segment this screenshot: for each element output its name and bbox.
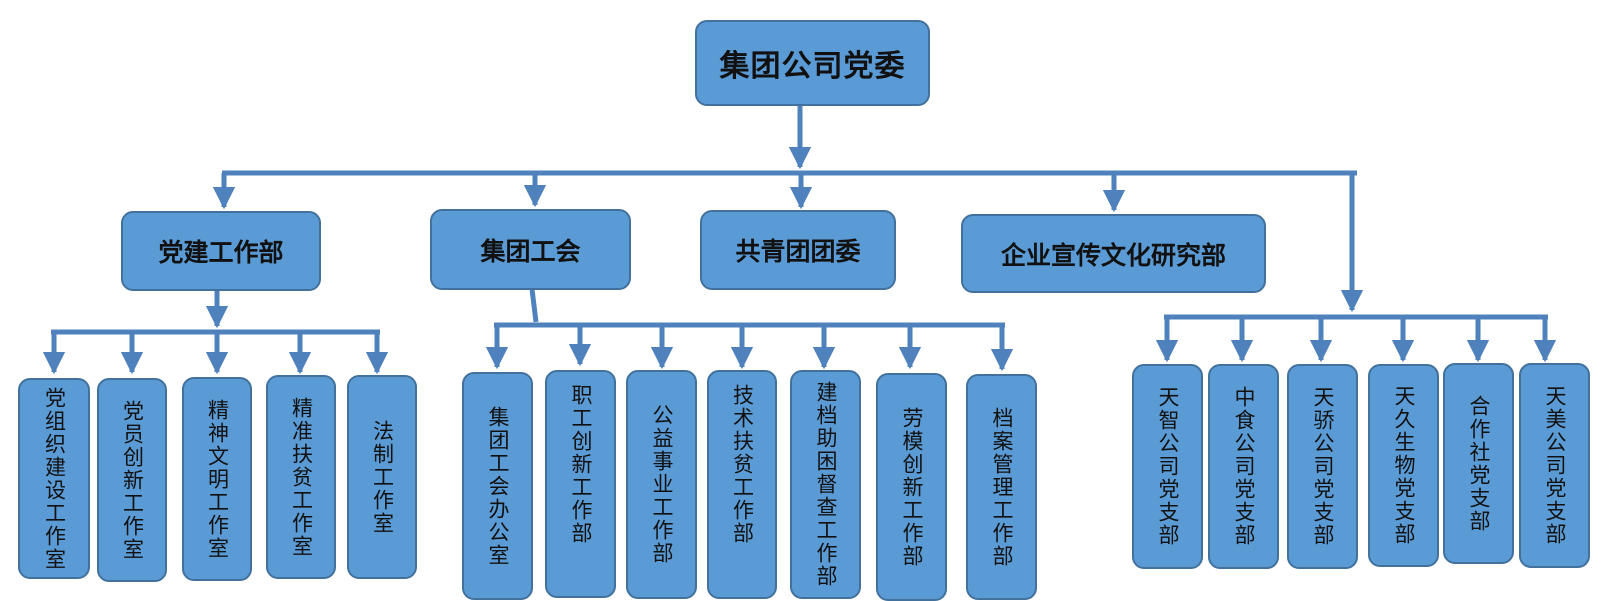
node-group-union: 集团工会 (430, 209, 631, 290)
node-tianjiu-bio-branch: 天久生物党支部 (1368, 364, 1439, 567)
node-zhongshi-branch: 中食公司党支部 (1208, 364, 1279, 569)
node-youth-league-committee: 共青团团委 (700, 210, 896, 290)
node-label: 企业宣传文化研究部 (1000, 240, 1226, 270)
node-cooperative-branch: 合作社党支部 (1443, 363, 1514, 564)
node-label: 精神文明工作室 (205, 398, 230, 560)
node-label: 档案管理工作部 (990, 406, 1014, 568)
node-tianzhi-branch: 天智公司党支部 (1132, 364, 1203, 569)
node-model-worker-dept: 劳模创新工作部 (876, 373, 947, 601)
node-label: 天骄公司党支部 (1311, 386, 1335, 547)
node-worker-innovation-dept: 职工创新工作部 (545, 370, 616, 598)
node-label: 公益事业工作部 (650, 404, 674, 565)
node-party-building-dept: 党建工作部 (121, 211, 321, 291)
node-party-organization-studio: 党组织建设工作室 (18, 378, 90, 579)
node-label: 集团工会 (480, 236, 581, 266)
node-label: 天久生物党支部 (1392, 385, 1416, 546)
node-label: 合作社党支部 (1467, 394, 1491, 533)
node-culture-research-dept: 企业宣传文化研究部 (961, 214, 1266, 293)
node-label: 共青团团委 (735, 237, 861, 266)
node-label: 党建工作部 (158, 238, 284, 267)
node-label: 集团公司党委 (719, 49, 906, 84)
node-label: 中食公司党支部 (1232, 386, 1256, 547)
connector (529, 288, 539, 323)
node-label: 精准扶贫工作室 (289, 396, 314, 558)
node-label: 职工创新工作部 (569, 384, 593, 545)
node-label: 集团工会办公室 (486, 405, 510, 567)
node-group-party-committee: 集团公司党委 (695, 20, 930, 106)
node-tech-poverty-dept: 技术扶贫工作部 (707, 370, 777, 599)
node-tianjiao-branch: 天骄公司党支部 (1287, 364, 1358, 569)
node-legal-studio: 法制工作室 (347, 375, 417, 579)
node-tianmei-branch: 天美公司党支部 (1519, 363, 1590, 568)
node-archive-assistance-dept: 建档助困督查工作部 (790, 370, 861, 599)
node-targeted-poverty-studio: 精准扶贫工作室 (266, 375, 336, 579)
node-label: 党员创新工作室 (120, 399, 145, 561)
node-label: 建档助困督查工作部 (814, 381, 838, 588)
node-label: 党组织建设工作室 (42, 386, 67, 571)
node-label: 天智公司党支部 (1156, 386, 1180, 547)
node-union-office: 集团工会办公室 (462, 372, 533, 600)
node-archive-management-dept: 档案管理工作部 (966, 374, 1037, 600)
node-party-member-innovation-studio: 党员创新工作室 (97, 378, 167, 582)
node-label: 法制工作室 (370, 419, 395, 535)
node-label: 劳模创新工作部 (900, 406, 924, 568)
node-label: 技术扶贫工作部 (730, 384, 755, 545)
node-public-welfare-dept: 公益事业工作部 (626, 370, 697, 599)
node-label: 天美公司党支部 (1543, 385, 1567, 546)
node-spiritual-civilization-studio: 精神文明工作室 (182, 377, 252, 581)
